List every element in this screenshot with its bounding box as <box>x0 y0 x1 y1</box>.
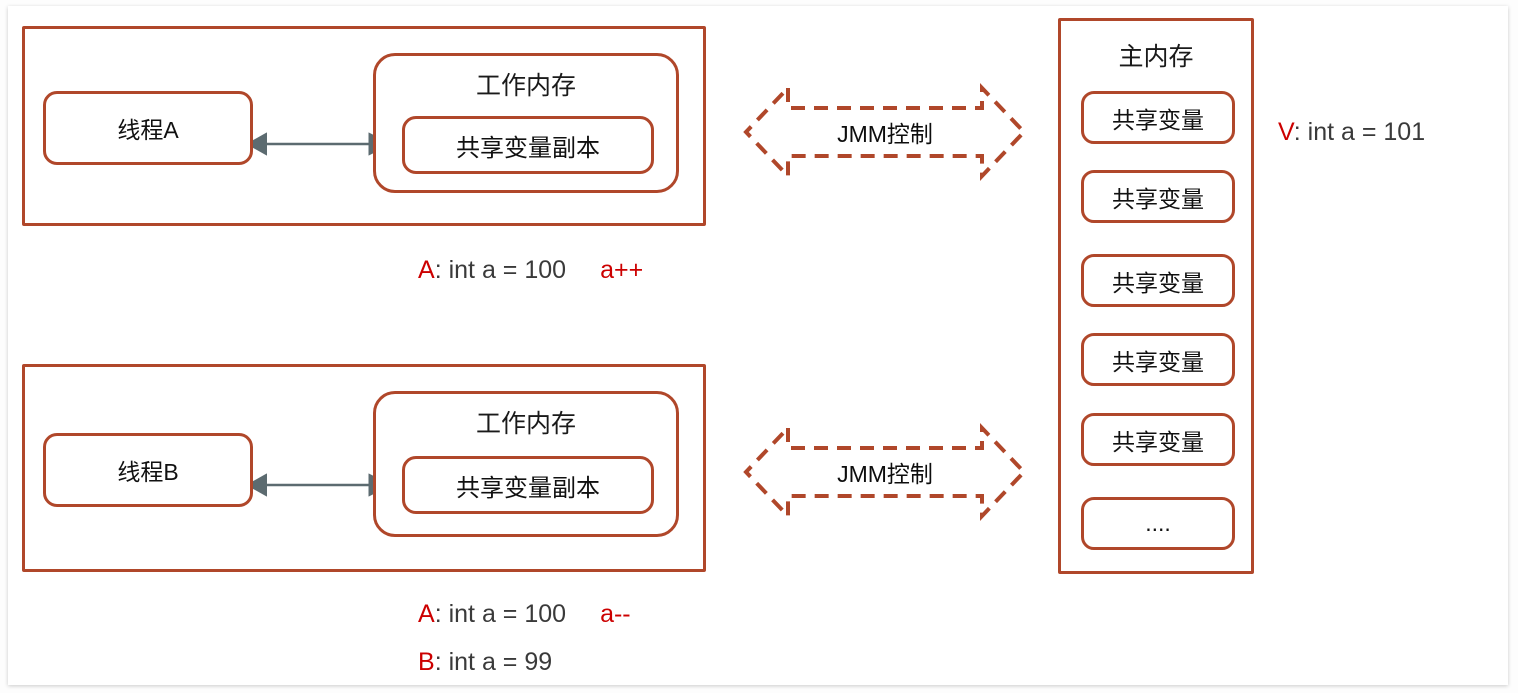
working-memory-title-b: 工作内存 <box>475 410 576 438</box>
shared-variable-copy-label-a: 共享变量副本 <box>456 134 600 162</box>
main-memory-block: 主内存 共享变量 共享变量 共享变量 共享变量 共享变量 .... <box>1058 18 1254 574</box>
main-memory-cell-label: 共享变量 <box>1112 348 1204 375</box>
main-memory-cell[interactable]: 共享变量 <box>1081 413 1235 466</box>
main-memory-value-body: int a = 101 <box>1307 118 1426 146</box>
caption-b2-tag: B <box>418 648 435 676</box>
working-memory-a: 工作内存 共享变量副本 <box>373 53 679 193</box>
main-memory-cell-ellipsis[interactable]: .... <box>1081 497 1235 550</box>
caption-b2-body: int a = 99 <box>448 648 553 676</box>
caption-thread-b-line2: B: int a = 99 <box>418 648 552 677</box>
caption-b1-body: int a = 100 <box>448 600 567 628</box>
caption-b1-op: a-- <box>600 600 631 628</box>
main-memory-cell-label: 共享变量 <box>1112 428 1204 455</box>
main-memory-cell-label: .... <box>1145 510 1171 536</box>
jmm-control-label-top: JMM控制 <box>837 121 933 147</box>
main-memory-cell-label: 共享变量 <box>1112 185 1204 212</box>
thread-block-a: 线程A 工作内存 共享变量副本 <box>22 26 706 226</box>
caption-a-body: int a = 100 <box>448 256 567 284</box>
main-memory-title: 主内存 <box>1118 43 1194 71</box>
caption-thread-b-line1: A: int a = 100 a-- <box>418 600 631 629</box>
jmm-control-arrow-top: JMM控制 <box>740 82 1030 182</box>
working-memory-b: 工作内存 共享变量副本 <box>373 391 679 537</box>
main-memory-cell[interactable]: 共享变量 <box>1081 333 1235 386</box>
thread-label-a: 线程A <box>117 117 179 143</box>
thread-worker-connector-b <box>253 473 385 497</box>
thread-block-b: 线程B 工作内存 共享变量副本 <box>22 364 706 572</box>
jmm-control-arrow-bottom: JMM控制 <box>740 422 1030 522</box>
jmm-arrow-shape-bottom <box>743 423 1027 521</box>
jmm-control-label-bottom: JMM控制 <box>837 461 933 487</box>
main-memory-cell-label: 共享变量 <box>1112 269 1204 296</box>
caption-a-tag: A <box>418 256 435 284</box>
caption-a-op: a++ <box>600 256 644 284</box>
thread-box-b[interactable]: 线程B <box>43 433 253 507</box>
shared-variable-copy-a[interactable]: 共享变量副本 <box>402 116 654 174</box>
shared-variable-copy-label-b: 共享变量副本 <box>456 474 600 502</box>
thread-label-b: 线程B <box>117 459 179 485</box>
caption-a-sep: : <box>434 256 442 284</box>
main-memory-value-caption: V: int a = 101 <box>1278 118 1425 147</box>
caption-b2-sep: : <box>434 648 442 676</box>
working-memory-title-a: 工作内存 <box>475 72 576 100</box>
thread-box-a[interactable]: 线程A <box>43 91 253 165</box>
main-memory-value-sep: : <box>1293 118 1301 146</box>
thread-worker-connector-a <box>253 132 385 156</box>
main-memory-cell[interactable]: 共享变量 <box>1081 170 1235 223</box>
main-memory-cell[interactable]: 共享变量 <box>1081 254 1235 307</box>
jmm-arrow-shape-top <box>743 83 1027 181</box>
main-memory-value-tag: V <box>1278 118 1294 146</box>
caption-b1-sep: : <box>434 600 442 628</box>
caption-b1-tag: A <box>418 600 435 628</box>
shared-variable-copy-b[interactable]: 共享变量副本 <box>402 456 654 514</box>
caption-thread-a-line1: A: int a = 100 a++ <box>418 256 643 285</box>
main-memory-cell-label: 共享变量 <box>1112 106 1204 133</box>
main-memory-cell[interactable]: 共享变量 <box>1081 91 1235 144</box>
